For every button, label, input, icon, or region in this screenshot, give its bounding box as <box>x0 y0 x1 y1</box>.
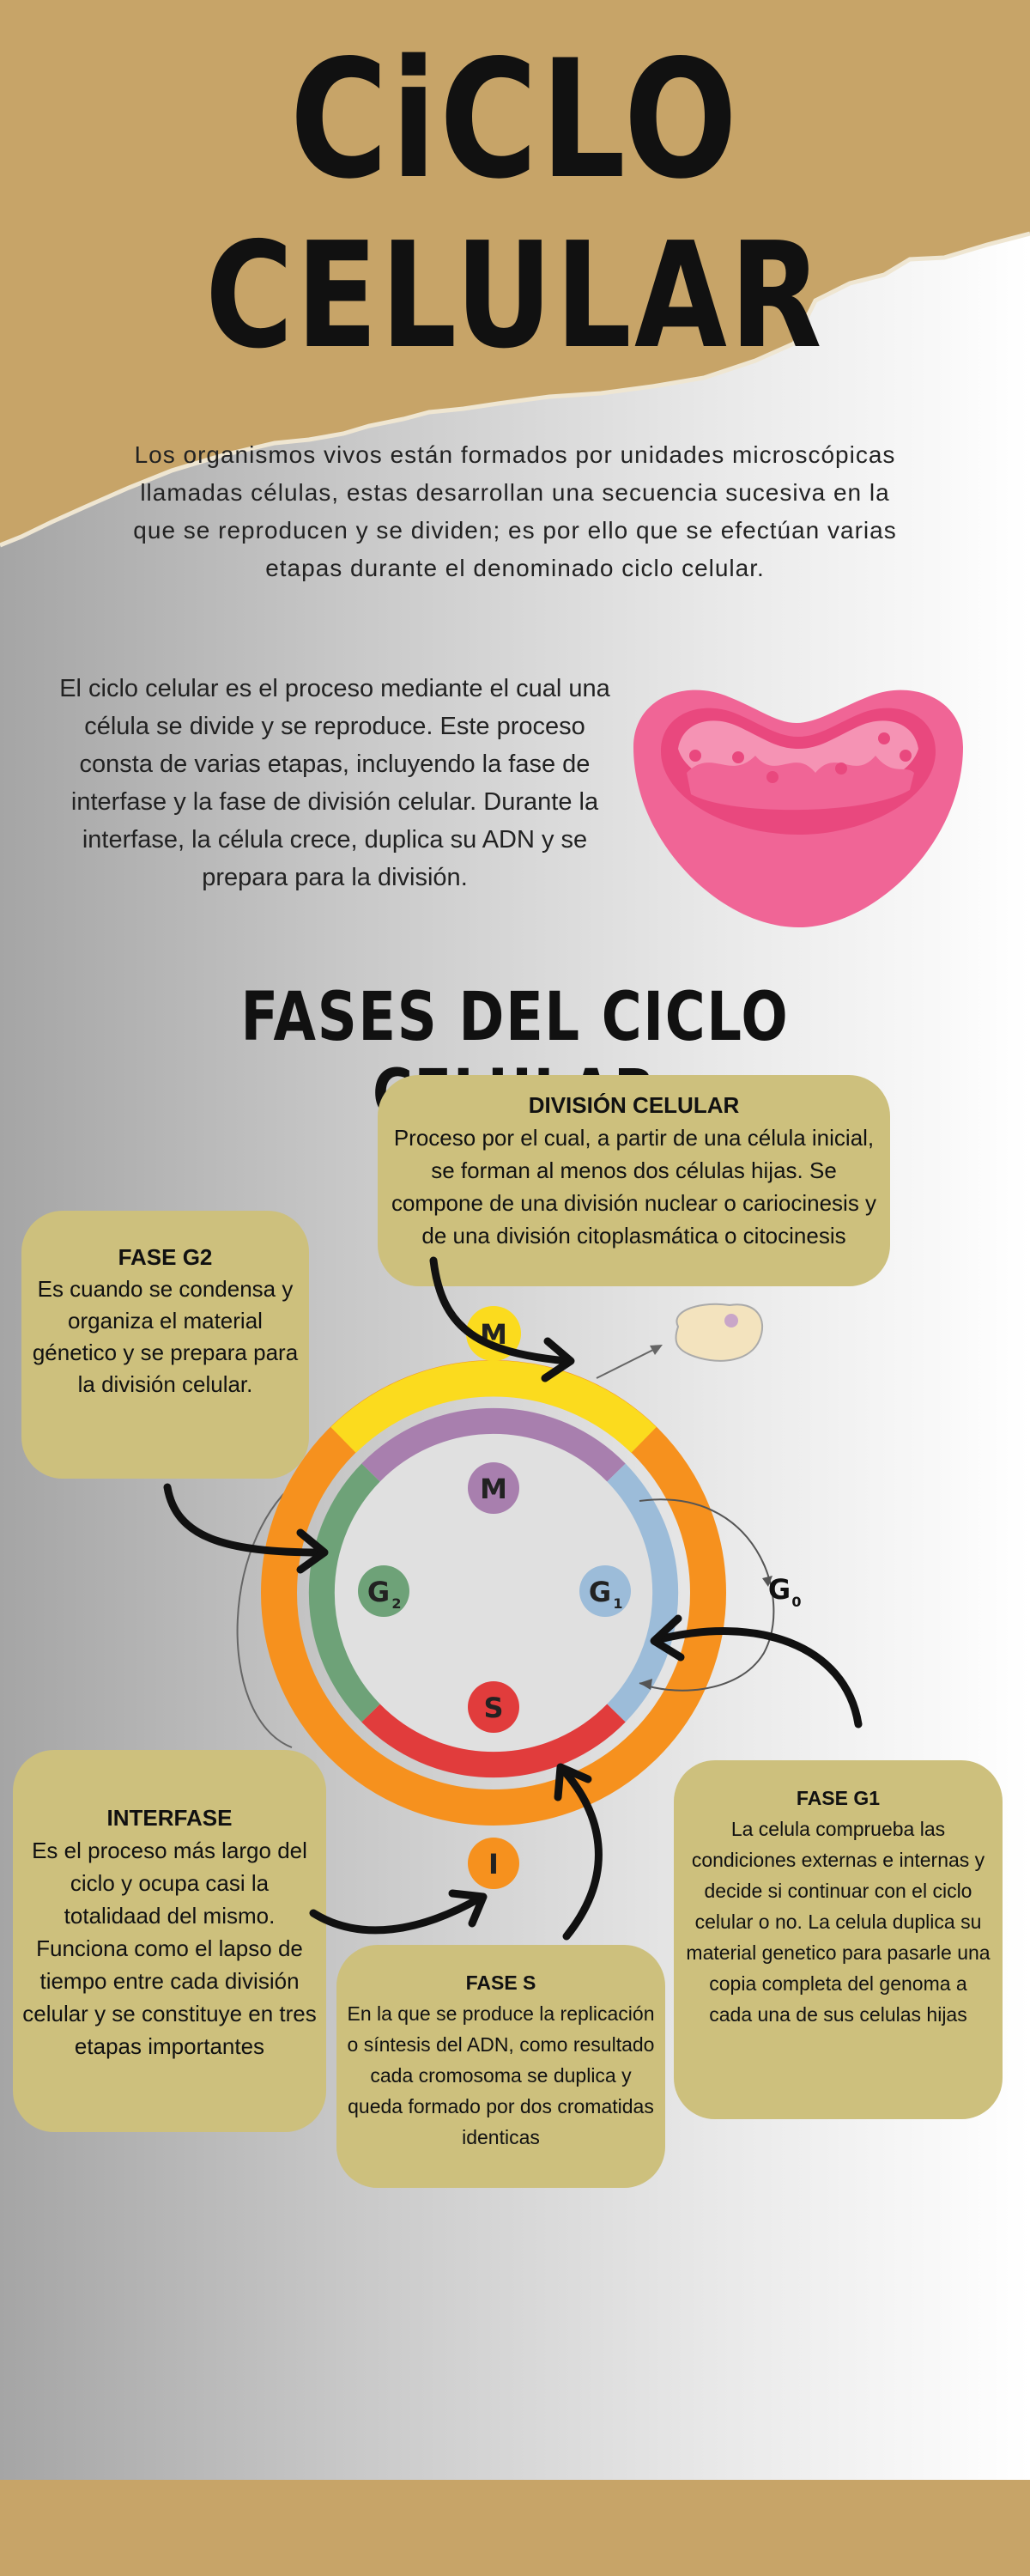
g1-label: G <box>589 1576 611 1608</box>
interfase-title: INTERFASE <box>106 1805 233 1831</box>
s-title: FASE S <box>465 1971 536 1994</box>
g2-text: Es cuando se condensa y organiza el mate… <box>32 1276 299 1397</box>
division-box: DIVISIÓN CELULAR Proceso por el cual, a … <box>378 1075 890 1286</box>
g2-badge <box>358 1565 409 1617</box>
definition-paragraph: El ciclo celular es el proceso mediante … <box>59 675 610 891</box>
g2-subscript: 2 <box>391 1595 401 1612</box>
g2-box: FASE G2 Es cuando se condensa y organiza… <box>21 1211 309 1479</box>
m-outer-label: M <box>480 1318 507 1351</box>
interfase-box: INTERFASE Es el proceso más largo del ci… <box>13 1750 326 2132</box>
i-label: I <box>488 1848 499 1880</box>
g1-text: La celula comprueba las condiciones exte… <box>686 1818 991 2026</box>
g1-subscript: 1 <box>613 1595 622 1612</box>
inner-disc <box>322 1421 665 1765</box>
cell-icon <box>675 1303 764 1362</box>
interfase-text: Es el proceso más largo del ciclo y ocup… <box>22 1838 317 2059</box>
s-text: En la que se produce la replicación o sí… <box>347 2002 655 2148</box>
s-badge <box>468 1681 519 1733</box>
m-inner-label: M <box>480 1473 507 1505</box>
i-badge <box>468 1838 519 1889</box>
g1-badge <box>579 1565 631 1617</box>
torn-paper-footer <box>0 2480 1030 2576</box>
title-line-1: CiCLO <box>289 25 741 215</box>
g0-subscript: 0 <box>791 1594 801 1610</box>
intro-paragraph: Los organismos vivos están formados por … <box>133 441 897 581</box>
g0-label: G <box>768 1573 791 1606</box>
s-label: S <box>483 1692 503 1724</box>
cell-nucleus <box>724 1314 738 1327</box>
division-title: DIVISIÓN CELULAR <box>528 1092 740 1118</box>
torn-paper-header <box>0 0 1030 548</box>
g2-segment <box>308 1463 380 1722</box>
s-segment <box>361 1704 626 1778</box>
division-text: Proceso por el cual, a partir de una cél… <box>391 1125 877 1249</box>
g1-box: FASE G1 La celula comprueba las condicio… <box>674 1760 1003 2119</box>
m-segment <box>361 1407 626 1482</box>
g2-label: G <box>367 1576 390 1608</box>
g2-title: FASE G2 <box>118 1244 213 1270</box>
s-box: FASE S En la que se produce la replicaci… <box>336 1945 665 2188</box>
g1-title: FASE G1 <box>796 1787 881 1809</box>
mitosis-ring <box>330 1360 657 1454</box>
m-inner-badge <box>468 1462 519 1514</box>
title-line-2: CELULAR <box>205 211 825 381</box>
